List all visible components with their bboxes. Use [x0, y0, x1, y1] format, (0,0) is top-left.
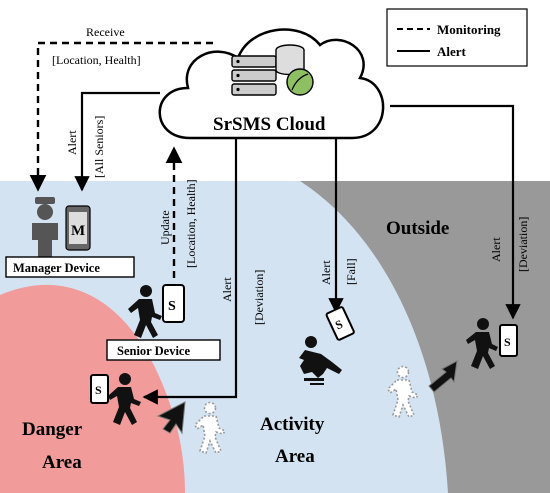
- alert-dev-label: Alert: [220, 277, 234, 302]
- update-payload: [Location, Health]: [184, 179, 198, 268]
- danger-label-2: Area: [42, 452, 82, 473]
- alert-fall-payload: [Fall]: [344, 258, 358, 285]
- alert-all-label: Alert: [65, 130, 79, 155]
- alert-deviation-link: [142, 138, 238, 405]
- manager-person-icon: [32, 197, 58, 262]
- legend-monitoring: Monitoring: [437, 22, 501, 37]
- alert-dev-payload: [Deviation]: [252, 270, 266, 325]
- ghost-walker-outside-icon: [387, 365, 420, 419]
- receive-payload: [Location, Health]: [52, 53, 141, 67]
- alert-outside-link: [390, 104, 521, 320]
- receive-label: Receive: [86, 25, 125, 39]
- danger-label-1: Danger: [22, 419, 83, 440]
- ghost-walker-icon: [194, 401, 227, 455]
- senior-phone-icon: S: [162, 284, 185, 323]
- alert-out-label: Alert: [489, 237, 503, 262]
- legend-alert: Alert: [437, 44, 467, 59]
- danger-senior-icon: S: [90, 373, 141, 425]
- danger-senior-badge: S: [95, 383, 102, 397]
- cloud-title: SrSMS Cloud: [213, 114, 326, 135]
- senior-device-box: [106, 339, 221, 361]
- outside-label: Outside: [386, 218, 449, 239]
- update-label: Update: [158, 210, 172, 245]
- alert-all-payload: [All Seniors]: [92, 116, 106, 178]
- server-leaf-icon: [231, 44, 314, 96]
- manager-phone-icon: M: [65, 205, 91, 251]
- activity-label-2: Area: [275, 446, 315, 467]
- activity-label-1: Activity: [260, 414, 325, 435]
- senior-device-label: Senior Device: [117, 344, 190, 358]
- direction-arrow-icon: [156, 401, 186, 435]
- outside-senior-badge: S: [504, 335, 511, 349]
- receive-link: [29, 41, 213, 192]
- alert-fall-label: Alert: [319, 260, 333, 285]
- alert-out-payload: [Deviation]: [516, 217, 530, 272]
- senior-badge: S: [168, 299, 176, 314]
- fallen-senior-icon: S: [299, 306, 355, 385]
- srsms-cloud: SrSMS Cloud: [158, 28, 385, 140]
- alert-all-seniors-link: [74, 91, 160, 192]
- legend: Monitoring Alert: [386, 8, 528, 67]
- manager-device-label: Manager Device: [13, 261, 100, 275]
- manager-badge: M: [71, 223, 85, 239]
- outside-senior-icon: S: [466, 318, 518, 369]
- manager-device-box: [5, 256, 135, 278]
- outside-direction-arrow-icon: [428, 360, 458, 393]
- senior-walker-icon: [128, 285, 162, 338]
